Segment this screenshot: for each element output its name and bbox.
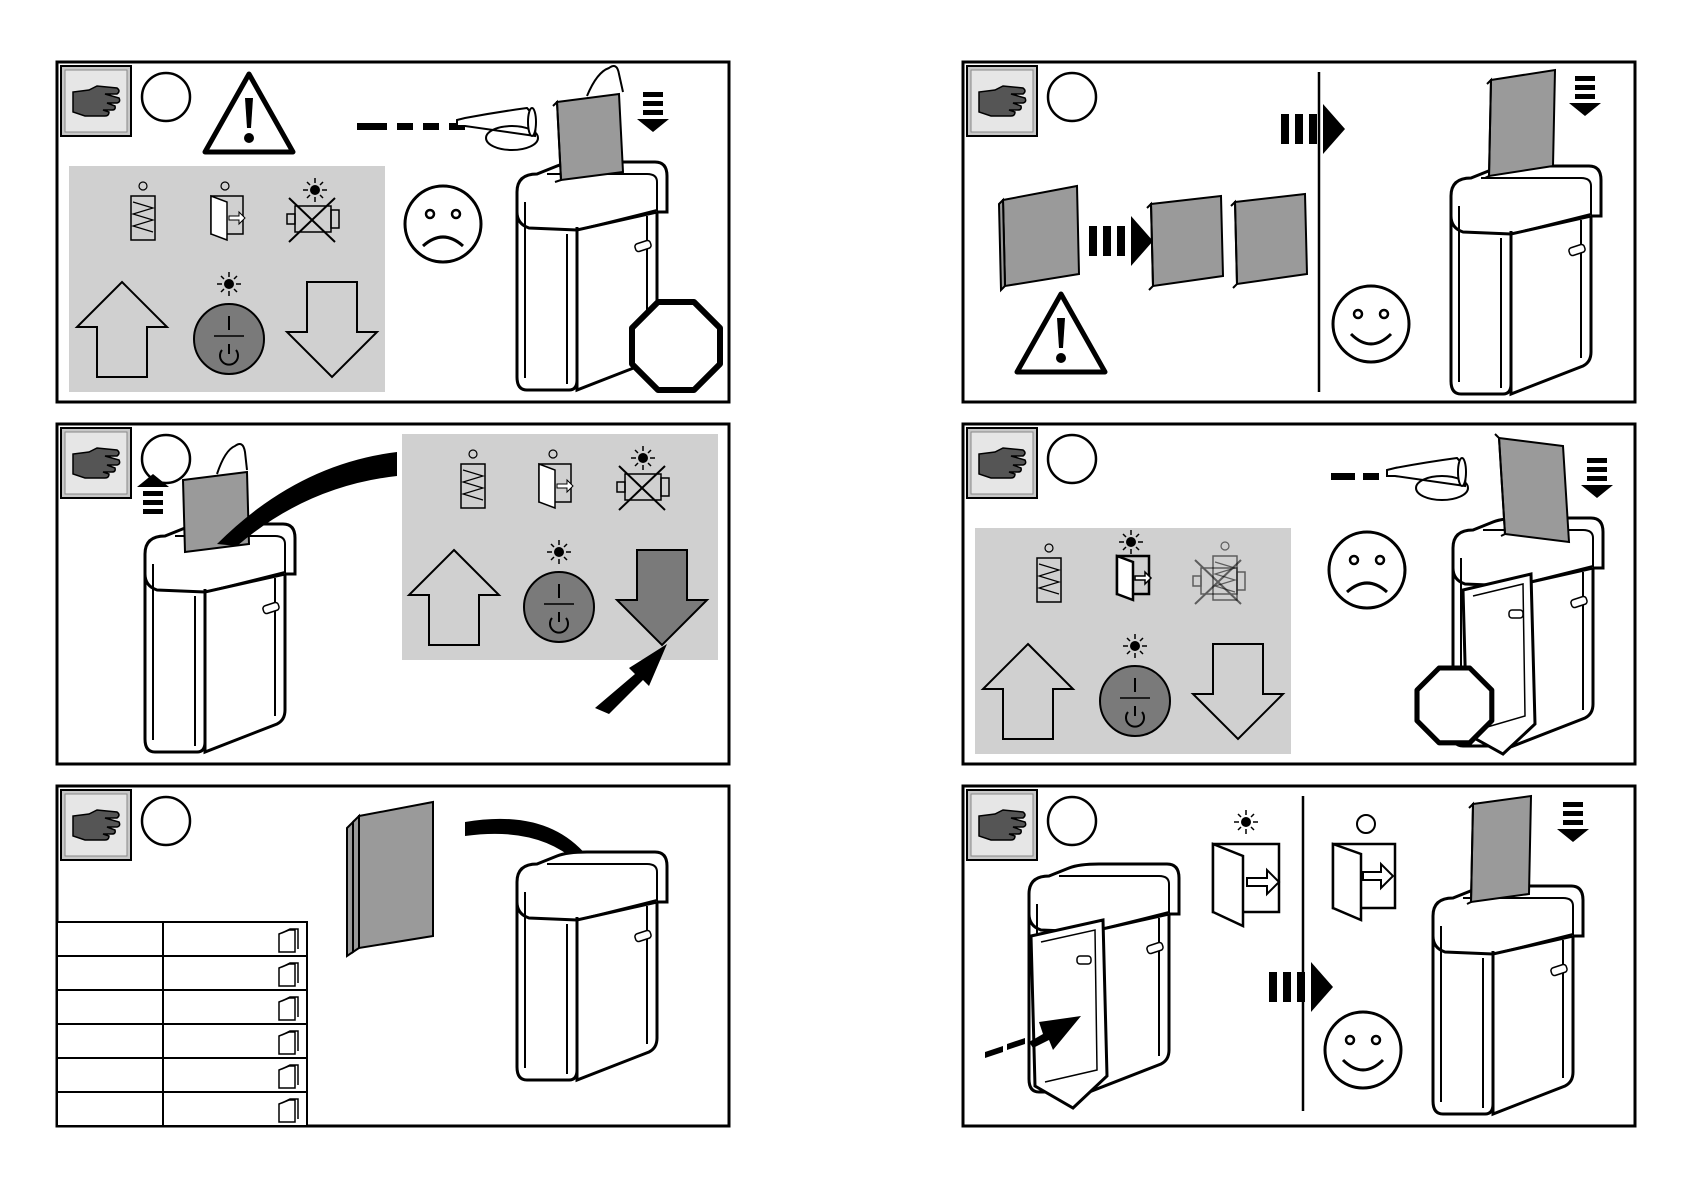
document-icon: [279, 1031, 298, 1054]
control-panel: [402, 434, 718, 660]
happy-face-icon: [1325, 1012, 1401, 1088]
document-icon: [279, 1065, 298, 1088]
paper-sheet-icon: [1147, 196, 1223, 290]
door-icon: [1333, 844, 1395, 920]
hand-icon: [967, 66, 1037, 136]
paper-stack: [347, 802, 433, 956]
paper-stack: [1495, 434, 1569, 542]
panel-1: [57, 62, 729, 402]
document-icon: [279, 929, 298, 952]
sad-face-icon: [405, 186, 481, 262]
step-number-circle: [142, 797, 190, 845]
panel-6: [963, 786, 1635, 1126]
step-number-circle: [142, 73, 190, 121]
step-number-circle: [1048, 435, 1096, 483]
paper-sheet-icon: [1231, 194, 1307, 288]
hand-icon: [61, 66, 131, 136]
step-number-circle: [1048, 797, 1096, 845]
step-number-circle: [1048, 73, 1096, 121]
step-number-circle: [142, 435, 190, 483]
status-light: [1357, 815, 1375, 833]
hand-icon: [967, 790, 1037, 860]
shredder-illustration: [1433, 886, 1583, 1114]
power-button-icon: [1100, 666, 1170, 736]
document-icon: [279, 1099, 298, 1122]
hand-icon: [61, 428, 131, 498]
hand-icon: [967, 428, 1037, 498]
panel-5: [963, 424, 1635, 764]
capacity-table: [57, 922, 307, 1126]
dashed-line: [1331, 473, 1379, 480]
stop-octagon-icon: [632, 302, 720, 390]
control-panel: [975, 528, 1291, 754]
shredder-illustration: [1451, 166, 1601, 394]
hand-icon: [61, 790, 131, 860]
shredder-illustration: [145, 524, 295, 752]
stop-octagon-icon: [1417, 668, 1492, 743]
control-panel: [69, 166, 385, 392]
paper-stack: [1485, 70, 1555, 178]
document-icon: [279, 997, 298, 1020]
power-button-icon: [524, 572, 594, 642]
panel-3: [57, 786, 729, 1126]
paper-stack: [1467, 796, 1531, 904]
document-icon: [279, 963, 298, 986]
closing-door: [1031, 920, 1107, 1108]
panel-4: [963, 62, 1635, 402]
thick-paper-stack: [999, 186, 1079, 290]
shredder-illustration: [517, 852, 667, 1080]
power-button-icon: [194, 304, 264, 374]
sad-face-icon: [1329, 532, 1405, 608]
panel-2: [57, 424, 729, 764]
happy-face-icon: [1333, 286, 1409, 362]
